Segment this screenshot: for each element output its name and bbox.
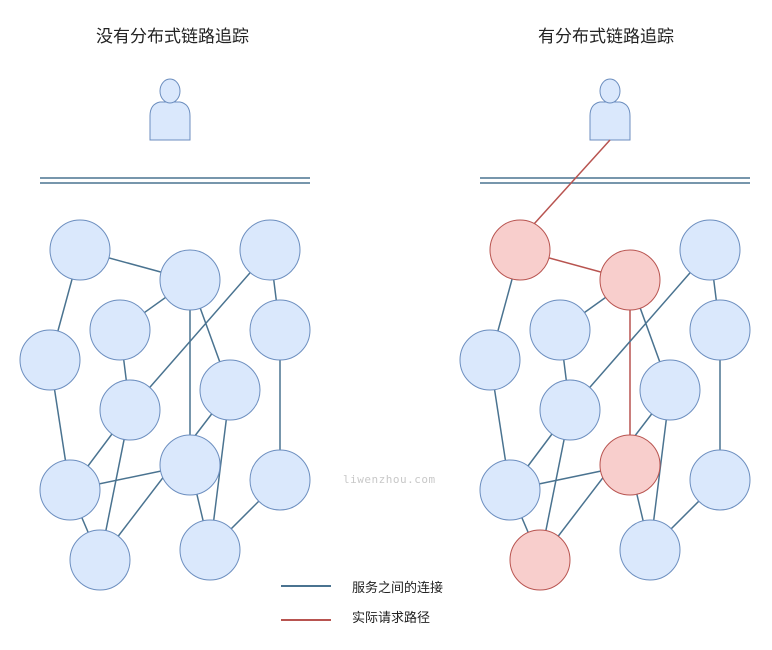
- user-icon: [589, 78, 631, 141]
- user-icon: [149, 78, 191, 141]
- service-node: [249, 449, 311, 511]
- request-path-service-node: [509, 529, 571, 591]
- service-node: [159, 249, 221, 311]
- request-path-link: [533, 139, 611, 225]
- service-node: [69, 529, 131, 591]
- service-node: [479, 459, 541, 521]
- load-balancer-icon: [480, 177, 750, 184]
- title-with-tracing: 有分布式链路追踪: [538, 27, 674, 47]
- legend: [281, 585, 331, 621]
- service-node: [689, 299, 751, 361]
- service-link: [129, 249, 271, 411]
- load-balancer-icon: [40, 177, 310, 184]
- service-node: [179, 519, 241, 581]
- legend-service-link-label: 服务之间的连接: [352, 581, 444, 596]
- panel-without-tracing: [19, 78, 311, 591]
- request-path-service-node: [489, 219, 551, 281]
- service-node: [159, 434, 221, 496]
- service-node: [539, 379, 601, 441]
- service-node: [99, 379, 161, 441]
- service-node: [459, 329, 521, 391]
- service-node: [639, 359, 701, 421]
- legend-request-path-label: 实际请求路径: [352, 611, 431, 626]
- service-node: [39, 459, 101, 521]
- service-node: [249, 299, 311, 361]
- request-path-service-node: [599, 434, 661, 496]
- service-node: [89, 299, 151, 361]
- service-node: [239, 219, 301, 281]
- service-node: [199, 359, 261, 421]
- service-node: [49, 219, 111, 281]
- service-node: [679, 219, 741, 281]
- watermark: liwenzhou.com: [343, 473, 436, 486]
- service-node: [529, 299, 591, 361]
- service-node: [619, 519, 681, 581]
- request-path-service-node: [599, 249, 661, 311]
- title-without-tracing: 没有分布式链路追踪: [96, 27, 249, 47]
- service-node: [689, 449, 751, 511]
- service-link: [569, 249, 711, 411]
- service-node: [19, 329, 81, 391]
- panel-with-tracing: [459, 78, 751, 591]
